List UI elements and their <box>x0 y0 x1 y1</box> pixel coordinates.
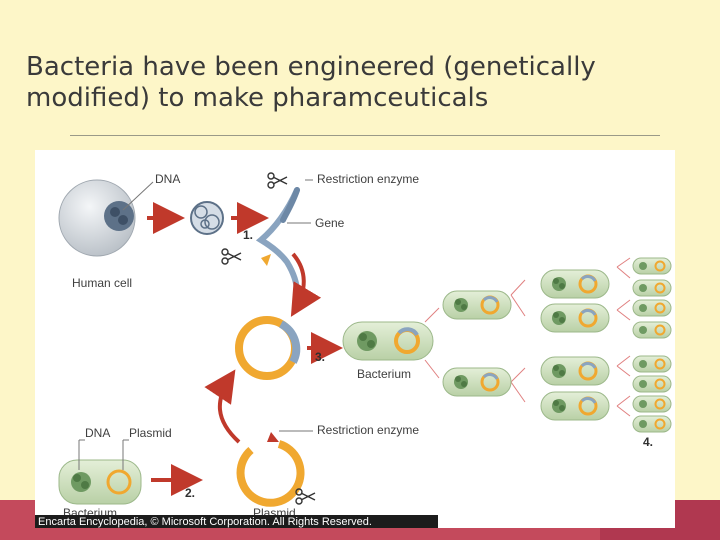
bacterium-gen1-a <box>441 289 513 321</box>
arrow-gene-to-recombinant <box>290 252 322 317</box>
bacterium-gen3-b <box>632 279 672 297</box>
cut-plasmid <box>236 440 305 507</box>
image-credit: Encarta Encyclopedia, © Microsoft Corpor… <box>35 515 438 528</box>
title-divider <box>70 135 660 136</box>
bacterium-gen3-g <box>632 395 672 413</box>
step-1: 1. <box>243 228 254 242</box>
human-cell <box>58 179 136 257</box>
label-plasmid-top: Plasmid <box>129 426 172 440</box>
bacterium-gen3-f <box>632 375 672 393</box>
bacterium-gen3-a <box>632 257 672 275</box>
bacterium-gen2-c <box>539 355 611 387</box>
step-4: 4. <box>643 435 654 449</box>
bacterium-gen2-a <box>539 268 611 300</box>
division-lines-1 <box>424 257 631 417</box>
dna-leader-line <box>122 181 154 211</box>
label-human-cell: Human cell <box>72 276 133 290</box>
arrow-cut-to-recombinant <box>204 369 241 444</box>
diagram-graphics <box>58 172 672 528</box>
label-restriction-enzyme-top: Restriction enzyme <box>317 172 420 186</box>
bacterium-modified <box>342 321 434 361</box>
bacterium-gen3-e <box>632 355 672 373</box>
label-bacterium-mid: Bacterium <box>357 367 412 381</box>
step-3: 3. <box>315 350 326 364</box>
label-restriction-enzyme-bottom: Restriction enzyme <box>317 423 420 437</box>
cut-site-marker <box>267 432 279 442</box>
bacterium-gen3-h <box>632 415 672 433</box>
scissors-icon <box>267 172 288 189</box>
recombinant-plasmid <box>235 316 301 380</box>
step-2: 2. <box>185 486 196 500</box>
label-dna-top: DNA <box>155 172 181 186</box>
genetic-engineering-diagram: DNA Restriction enzyme Gene Human cell B… <box>35 150 675 528</box>
dna-tangle <box>190 201 224 235</box>
scissors-icon <box>221 248 242 265</box>
bacterium-gen2-d <box>539 390 611 422</box>
bacterium-gen2-b <box>539 302 611 334</box>
bacterium-gen3-d <box>632 321 672 339</box>
label-dna-bottom: DNA <box>85 426 111 440</box>
bacterium-gen3-c <box>632 299 672 317</box>
gene-sticky-end <box>261 254 271 266</box>
slide-title: Bacteria have been engineered (genetical… <box>26 52 686 114</box>
title-line-2: modified) to make pharamceuticals <box>26 83 489 113</box>
title-line-1: Bacteria have been engineered (genetical… <box>26 52 596 82</box>
label-gene: Gene <box>315 216 345 230</box>
bacterium-original <box>58 459 142 505</box>
bacterium-gen1-b <box>441 366 513 398</box>
